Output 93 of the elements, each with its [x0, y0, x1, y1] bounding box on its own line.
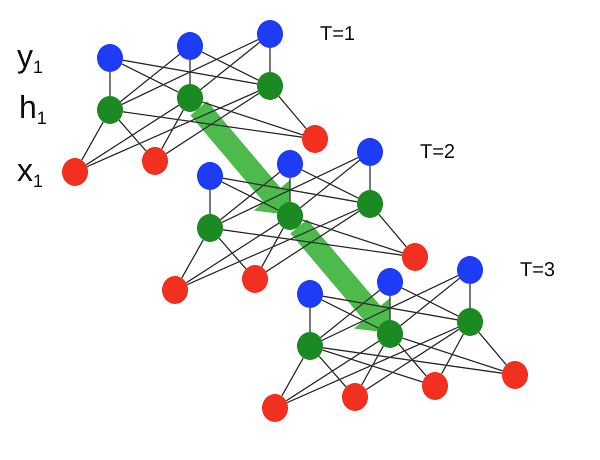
input-neuron — [402, 243, 428, 271]
connection-line — [109, 72, 111, 96]
connection-line — [220, 172, 280, 220]
connection-line — [400, 278, 460, 326]
connection-line — [266, 210, 360, 272]
connection-line — [186, 208, 358, 286]
connection-line — [378, 214, 407, 248]
connection-line — [389, 296, 391, 320]
hidden-neuron — [197, 214, 223, 242]
connection-line — [161, 110, 184, 150]
connection-line — [441, 334, 464, 374]
connection-line — [278, 96, 307, 130]
connection-line — [309, 308, 311, 332]
connection-line — [261, 228, 284, 268]
connection-line — [469, 284, 471, 308]
hidden-neuron — [97, 96, 123, 124]
connection-line — [202, 51, 258, 81]
connection-line — [200, 42, 260, 90]
time-step-label: T=3 — [520, 260, 556, 280]
connection-line — [222, 229, 402, 256]
input-neuron — [422, 372, 448, 400]
output-neuron — [257, 20, 283, 48]
layer-label: h$_{1}$ — [19, 91, 47, 123]
connection-line — [222, 181, 278, 211]
output-neuron — [297, 280, 323, 308]
connection-line — [202, 101, 303, 136]
output-neuron — [277, 150, 303, 178]
connection-line — [122, 60, 258, 84]
connection-line — [286, 340, 380, 402]
connection-line — [369, 166, 371, 190]
connection-line — [302, 219, 403, 254]
connection-line — [318, 356, 346, 388]
block-arrow — [290, 219, 390, 333]
connection-line — [186, 222, 280, 284]
connection-line — [122, 39, 258, 105]
input-neuron — [242, 265, 268, 293]
connection-line — [322, 349, 423, 383]
hidden-neuron — [297, 332, 323, 360]
connection-line — [366, 328, 460, 390]
connection-line — [281, 358, 304, 396]
hidden-neuron — [377, 320, 403, 348]
output-neuron — [197, 162, 223, 190]
input-neuron — [302, 125, 328, 153]
connection-line — [209, 190, 211, 214]
input-neuron — [142, 147, 168, 175]
connection-line — [320, 290, 380, 338]
connection-line — [122, 63, 178, 93]
input-neuron — [262, 394, 288, 422]
connection-line — [322, 275, 458, 341]
connection-line — [269, 48, 271, 72]
hidden-neuron — [257, 72, 283, 100]
connection-line — [322, 299, 378, 329]
input-neuron — [502, 361, 528, 389]
connection-line — [300, 160, 360, 208]
output-neuron — [177, 32, 203, 60]
connection-line — [181, 240, 204, 278]
connection-line — [402, 337, 503, 372]
layer-label: y$_{1}$ — [17, 40, 43, 72]
connection-line — [322, 347, 502, 374]
connection-line — [402, 287, 458, 317]
output-neuron — [97, 44, 123, 72]
connection-line — [86, 104, 180, 166]
connection-line — [81, 122, 104, 160]
hidden-neuron — [457, 308, 483, 336]
hidden-neuron — [177, 84, 203, 112]
input-neuron — [62, 158, 88, 186]
connection-line — [302, 169, 358, 199]
connection-line — [222, 157, 358, 223]
connection-line — [189, 60, 191, 84]
connection-line — [361, 346, 384, 386]
connection-line — [218, 238, 246, 270]
connection-line — [478, 332, 507, 366]
connection-line — [222, 178, 358, 202]
output-neuron — [357, 138, 383, 166]
connection-line — [118, 120, 146, 152]
time-step-label: T=2 — [420, 142, 456, 162]
connection-line — [322, 296, 458, 320]
layer-label: x$_{1}$ — [17, 154, 43, 186]
output-neuron — [457, 256, 483, 284]
time-step-label: T=1 — [320, 24, 356, 44]
output-neuron — [377, 268, 403, 296]
connection-line — [286, 326, 458, 404]
connection-line — [122, 111, 302, 138]
input-neuron — [342, 383, 368, 411]
hidden-neuron — [277, 202, 303, 230]
input-neuron — [162, 276, 188, 304]
connection-line — [86, 90, 258, 168]
connection-line — [166, 92, 260, 154]
block-arrow — [190, 101, 290, 215]
connection-line — [120, 54, 180, 102]
connection-line — [398, 344, 427, 376]
connection-line — [289, 178, 291, 202]
hidden-neuron — [357, 190, 383, 218]
